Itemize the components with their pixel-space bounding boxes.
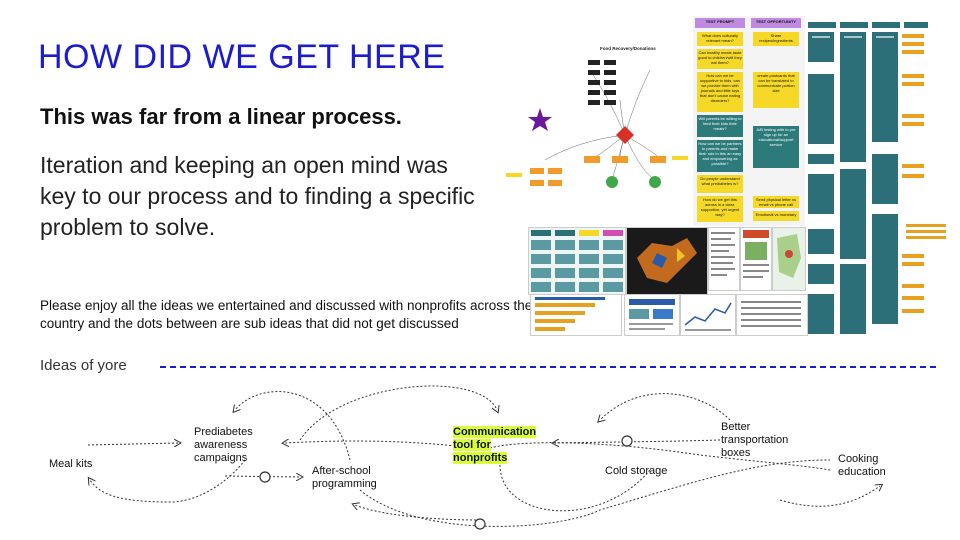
slide-subtitle: This was far from a linear process.: [40, 104, 402, 129]
article-screenshot: [740, 227, 772, 291]
idea-meal-kits: Meal kits: [49, 458, 93, 470]
idea-cold-storage: Cold storage: [605, 465, 668, 477]
sticky-note: create postcards that can be translated …: [753, 72, 799, 108]
col-header-right: TEST OPPORTUNITY: [751, 18, 801, 28]
enjoy-ideas-note: Please enjoy all the ideas we entertaine…: [40, 298, 533, 331]
sticky-note: What does culturally relevant mean?: [697, 32, 743, 46]
dashed-divider: [160, 366, 936, 368]
slide-title: HOW DID WE GET HERE: [38, 38, 446, 76]
map-screenshot: [626, 227, 708, 295]
report-screenshot-3: [736, 294, 808, 336]
idea-prediabetes: Prediabetes awareness campaigns: [194, 426, 253, 464]
report-screenshot-1: [624, 294, 680, 336]
col-header-left: TEST PROMPT: [695, 18, 745, 28]
sticky-note: How can we be partners to parents and ma…: [697, 140, 743, 172]
mindmap-title: Food Recovery/Donations: [600, 46, 656, 51]
sticky-note: Will parents be willing to feed their ki…: [697, 115, 743, 137]
sticky-note: Can healthy meals taste good to children…: [697, 49, 743, 69]
list-screenshot: [708, 227, 740, 291]
flowchart-graphic: [808, 22, 946, 334]
sticky-note: A/B testing with to pre sign up for an e…: [753, 126, 799, 168]
sticky-note: Share recipes/ingredients: [753, 32, 799, 46]
sticky-note: How can we be supportive to kids, can we…: [697, 72, 743, 112]
mindmap-graphic: [506, 60, 688, 188]
bar-chart-screenshot: [530, 294, 622, 336]
idea-communication-tool-text: Communication tool for nonprofits: [453, 426, 537, 464]
sticky-note: Emotional vs monetary: [753, 211, 799, 221]
star-icon: [528, 108, 552, 131]
idea-communication-tool: Communication tool for nonprofits: [453, 426, 543, 465]
idea-after-school: After-school programming: [312, 465, 377, 490]
map-screenshot-2: [772, 227, 806, 291]
mindmap-collage: Food Recovery/Donations: [500, 40, 690, 220]
flowchart-collage: [806, 14, 956, 344]
sticky-note: Do people understand what prediabetes is…: [697, 175, 743, 193]
idea-cooking-education: Cooking education: [838, 453, 886, 478]
sticky-note: How do we get this across in a clear, su…: [697, 196, 743, 222]
ideas-of-yore-label: Ideas of yore: [40, 357, 127, 374]
idea-better-transport: Better transportation boxes: [721, 421, 789, 459]
sticky-note: Send physical letter vs email vs phone c…: [753, 196, 799, 208]
report-screenshot-2: [680, 294, 736, 336]
sticky-notes-board: TEST PROMPT TEST OPPORTUNITY What does c…: [693, 16, 805, 226]
slide-body-text: Iteration and keeping an open mind was k…: [40, 152, 475, 240]
